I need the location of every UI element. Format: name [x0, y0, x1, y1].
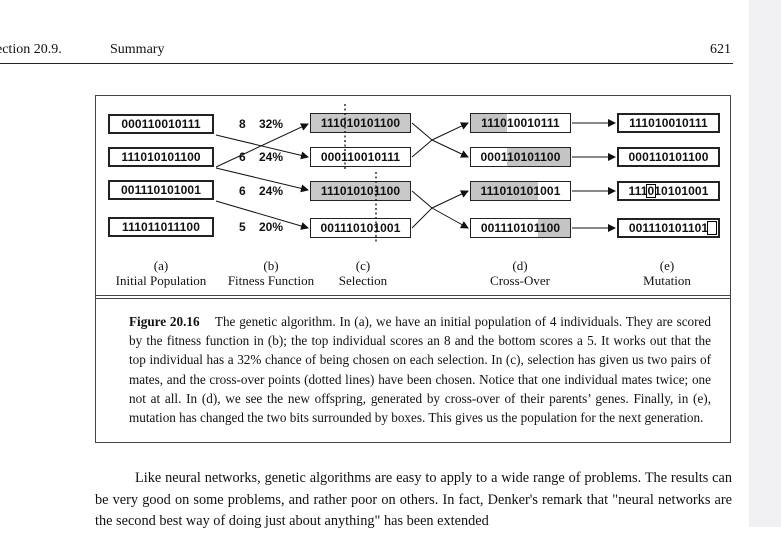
label-c: (c)Selection: [338, 258, 388, 288]
body-paragraph: Like neural networks, genetic algorithms…: [95, 470, 732, 529]
crossover-cell: 111010101001: [470, 181, 571, 201]
section-title: Summary: [110, 42, 165, 57]
figure-divider-2: [95, 298, 731, 299]
selection-cell: 000110010111: [310, 147, 411, 167]
page-number: 621: [710, 42, 731, 57]
crossover-cell: 001110101100: [470, 218, 571, 238]
selection-cell: 001110101001: [310, 218, 411, 238]
population-cell: 111011011100: [108, 217, 214, 237]
mutated-bit-box: [646, 184, 656, 198]
section-number: ection 20.9.: [0, 42, 62, 57]
figure-frame: [95, 95, 731, 443]
mutation-cell: 000110101100: [617, 147, 720, 167]
label-d: (d)Cross-Over: [490, 258, 550, 288]
population-cell: 111010101100: [108, 147, 214, 167]
crossover-cell: 111010010111: [470, 113, 571, 133]
selection-cell: 111010101100: [310, 113, 411, 133]
mutation-cell: 111010101001: [617, 181, 720, 201]
crossover-cell: 000110101100: [470, 147, 571, 167]
mutated-bit-box: [707, 221, 717, 235]
figure-divider: [95, 295, 731, 296]
selection-cell: 111010101100: [310, 181, 411, 201]
scrollbar-panel[interactable]: [749, 0, 781, 527]
label-e: (e)Mutation: [643, 258, 691, 288]
mutation-cell: 111010010111: [617, 113, 720, 133]
population-cell: 001110101001: [108, 180, 214, 200]
header-rule: [0, 63, 733, 64]
mutation-cell: 001110101101: [617, 218, 720, 238]
label-a: (a)Initial Population: [115, 258, 207, 288]
label-b: (b)Fitness Function: [227, 258, 315, 288]
figure-caption: Figure 20.16 The genetic algorithm. In (…: [129, 314, 711, 426]
population-cell: 000110010111: [108, 114, 214, 134]
